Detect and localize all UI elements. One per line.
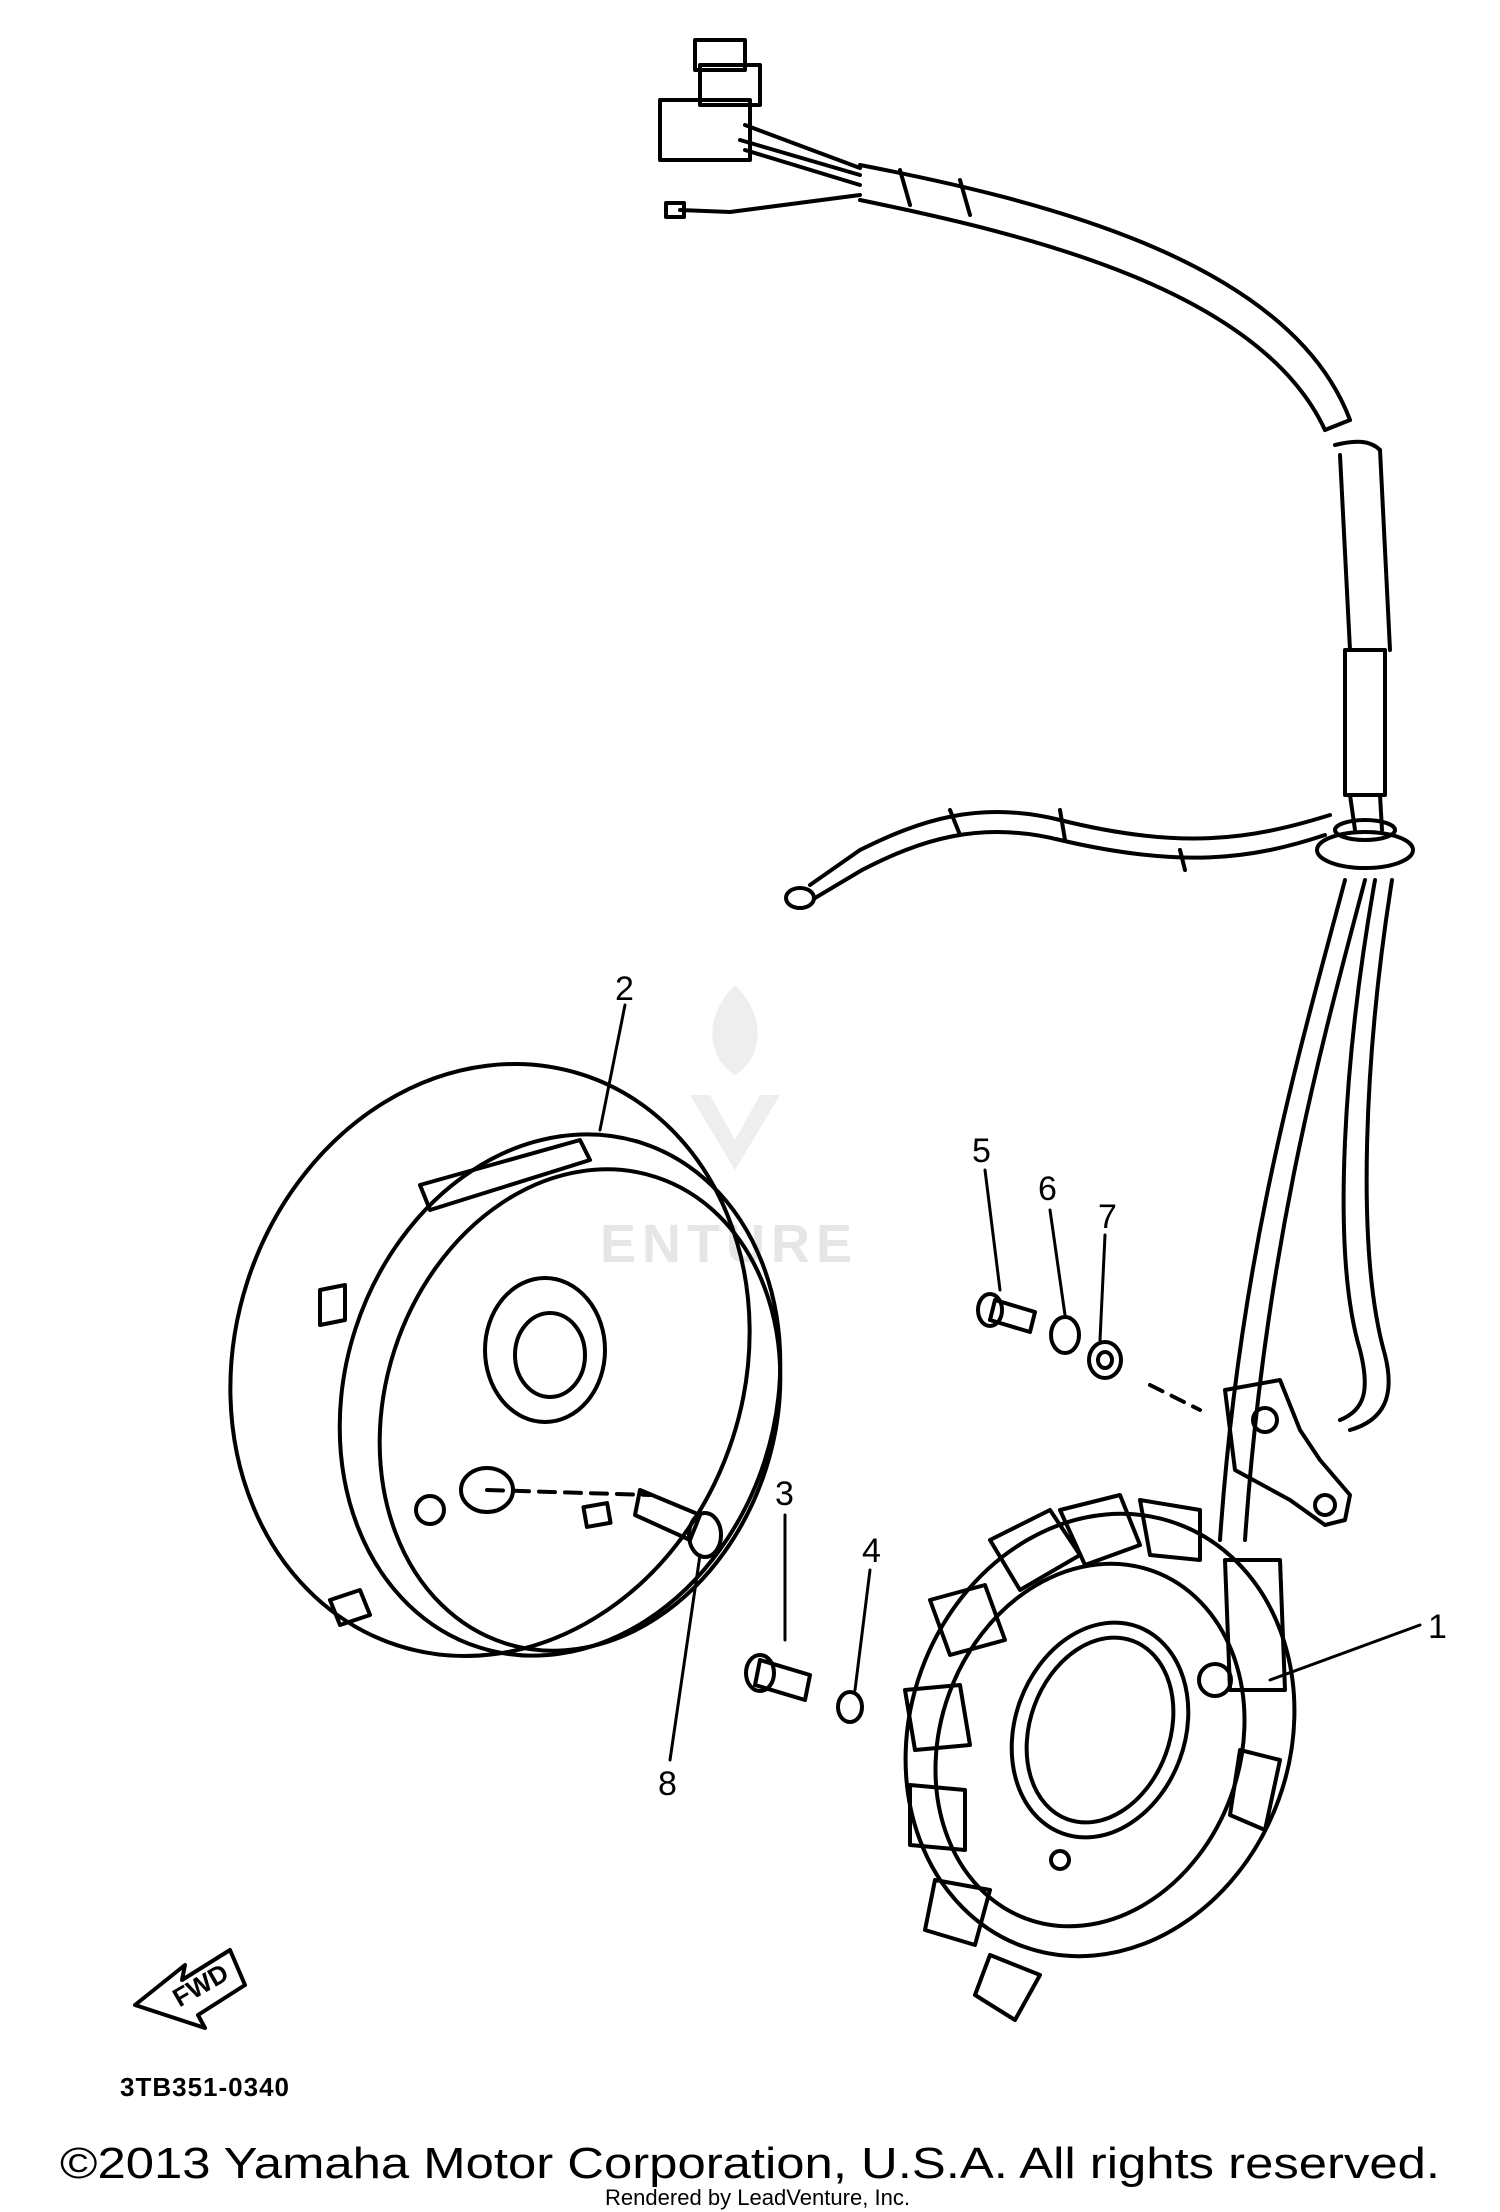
fwd-label: FWD: [167, 1957, 233, 2013]
callout-3: 3: [775, 1475, 794, 1513]
watermark: ENTURE: [600, 985, 852, 1274]
fwd-arrow: FWD: [133, 1948, 247, 2030]
rendered-by-notice: Rendered by LeadVenture, Inc.: [605, 2185, 910, 2210]
harness-connector: [658, 98, 752, 162]
wire-harness: [658, 38, 1415, 1542]
washer-6: [1049, 1315, 1081, 1355]
harness-connector-top: [698, 63, 762, 107]
flywheel-rotor: [228, 1062, 783, 1658]
nut-7: [1087, 1340, 1123, 1380]
screw-5: [988, 1298, 1037, 1334]
leader-lines: [598, 1003, 1422, 1762]
callout-6: 6: [1038, 1170, 1057, 1208]
callout-8: 8: [658, 1765, 677, 1803]
callout-2: 2: [615, 970, 634, 1008]
forward-arrow-icon: [133, 1948, 247, 2030]
callout-4: 4: [862, 1532, 881, 1570]
callout-labels: 1 2 3 4 5 6 7 8: [615, 970, 1447, 1803]
v-logo-icon: [690, 1095, 780, 1170]
fasteners: [485, 1292, 1123, 1724]
flame-logo-icon: [712, 985, 758, 1075]
callout-7: 7: [1098, 1198, 1117, 1236]
screw-3: [753, 1658, 812, 1702]
copyright-notice: ©2013 Yamaha Motor Corporation, U.S.A. A…: [60, 2139, 1440, 2188]
part-code: 3TB351-0340: [120, 2072, 290, 2102]
callout-1: 1: [1428, 1608, 1447, 1646]
stator-assembly: [903, 1493, 1297, 2022]
washer-4: [836, 1690, 864, 1724]
callout-5: 5: [972, 1132, 991, 1170]
